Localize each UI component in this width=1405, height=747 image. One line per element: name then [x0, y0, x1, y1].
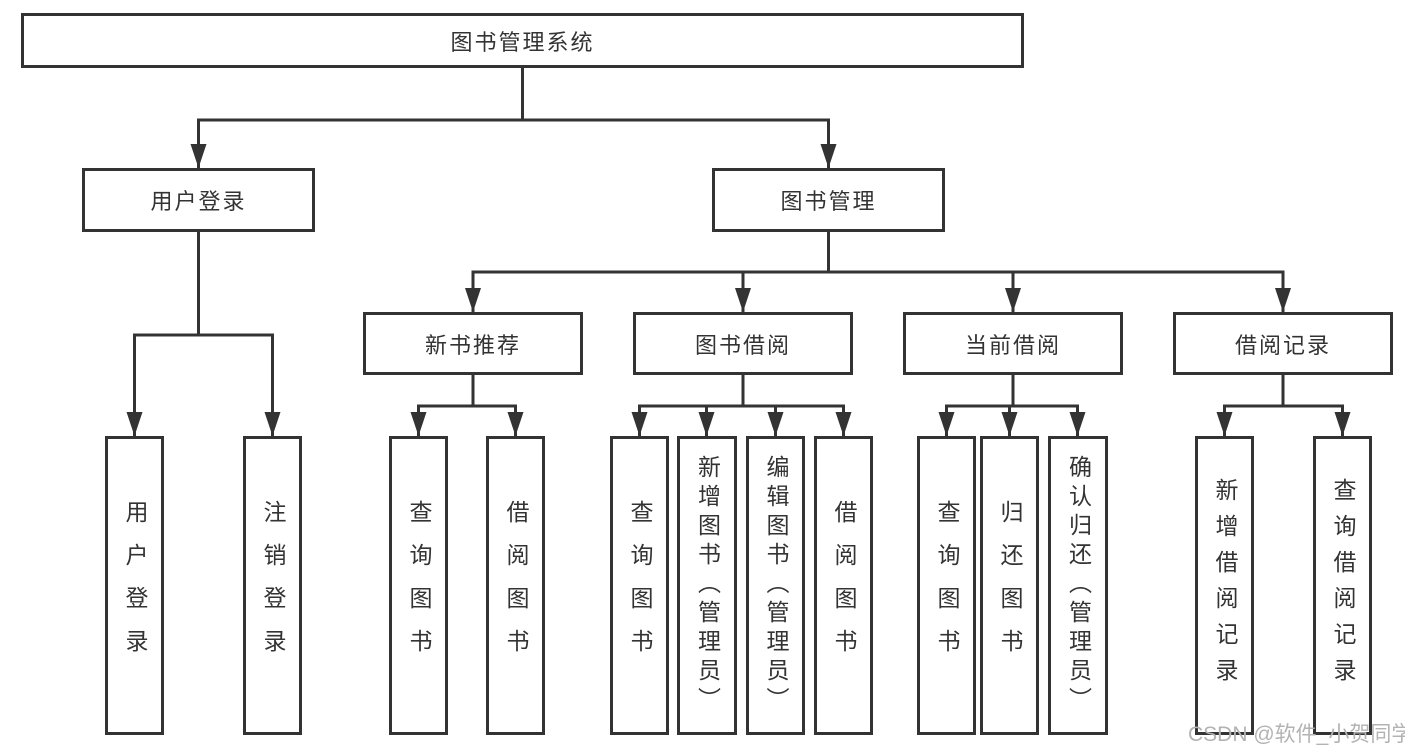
node-user-login: 用户登录 — [82, 168, 315, 232]
leaf-nb-borrow-books: 借阅图书 — [486, 436, 545, 735]
leaf-cb-confirm-return-admin: 确认归还（管理员） — [1048, 436, 1108, 735]
leaf-logout: 注销登录 — [243, 436, 302, 735]
leaf-bb-add-book-admin: 新增图书（管理员） — [677, 436, 737, 735]
leaf-bb-query-books: 查询图书 — [610, 436, 669, 735]
node-label: 归还图书 — [997, 499, 1023, 672]
node-label: 用户登录 — [150, 189, 247, 214]
node-borrow-records: 借阅记录 — [1173, 312, 1393, 375]
csdn-watermark: CSDN @软件_小贺同学 — [1188, 723, 1405, 746]
node-label: 查询图书 — [627, 499, 653, 672]
node-label: 新书推荐 — [424, 332, 521, 358]
node-root: 图书管理系统 — [21, 13, 1024, 68]
node-label: 借阅记录 — [1234, 332, 1331, 358]
node-current-borrow: 当前借阅 — [903, 312, 1123, 375]
node-label: 用户登录 — [122, 499, 148, 672]
leaf-cb-query-books: 查询图书 — [917, 436, 976, 735]
node-label: 查询图书 — [406, 499, 432, 672]
node-label: 新增借阅记录 — [1212, 477, 1238, 694]
node-label: 当前借阅 — [964, 332, 1061, 358]
node-new-book-recommend: 新书推荐 — [363, 312, 583, 375]
leaf-bb-edit-book-admin: 编辑图书（管理员） — [746, 436, 805, 735]
leaf-nb-query-books: 查询图书 — [389, 436, 448, 735]
node-label: 确认归还（管理员） — [1065, 455, 1092, 716]
node-label: 查询图书 — [934, 499, 960, 672]
leaf-user-login: 用户登录 — [105, 436, 164, 735]
node-label: 编辑图书（管理员） — [763, 455, 789, 716]
node-label: 借阅图书 — [831, 499, 857, 672]
leaf-br-add-record: 新增借阅记录 — [1195, 436, 1254, 735]
leaf-bb-borrow-books: 借阅图书 — [814, 436, 873, 735]
node-book-borrow: 图书借阅 — [633, 312, 853, 375]
node-label: 新增图书（管理员） — [694, 455, 721, 716]
node-label: 图书管理 — [780, 189, 877, 214]
node-label: 图书管理系统 — [450, 29, 595, 55]
node-book-management: 图书管理 — [712, 168, 945, 232]
node-label: 注销登录 — [260, 499, 286, 672]
leaf-cb-return-books: 归还图书 — [980, 436, 1039, 735]
node-label: 查询借阅记录 — [1330, 477, 1356, 694]
node-label: 借阅图书 — [503, 499, 529, 672]
leaf-br-query-record: 查询借阅记录 — [1313, 436, 1372, 735]
node-label: 图书借阅 — [694, 332, 791, 358]
